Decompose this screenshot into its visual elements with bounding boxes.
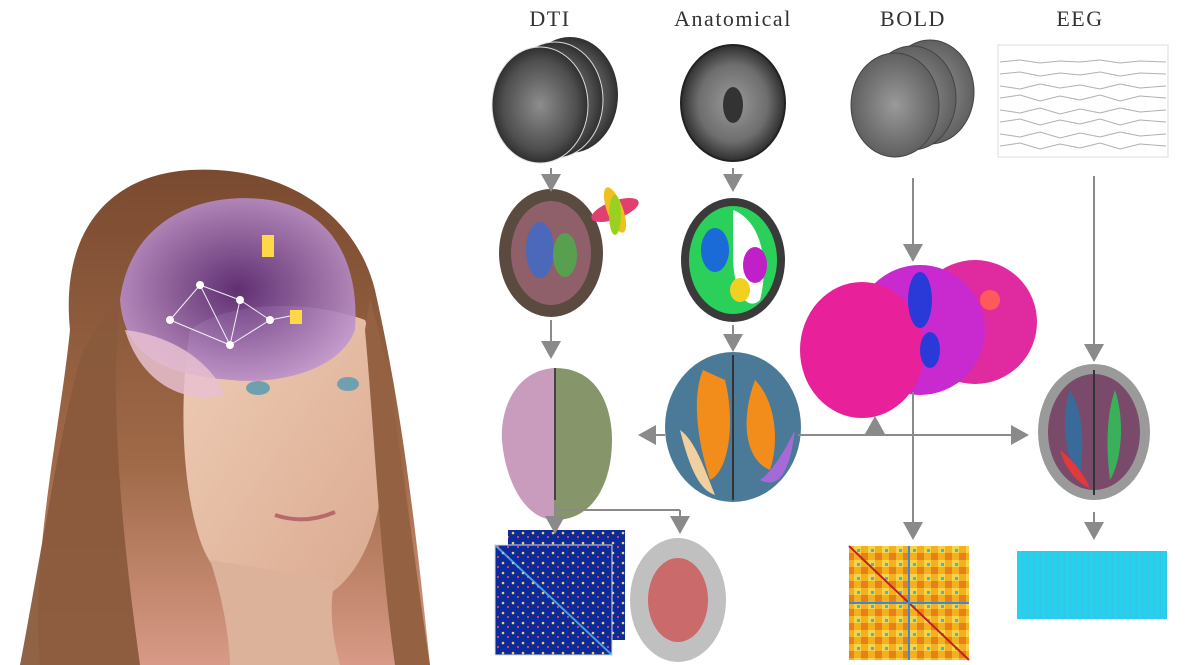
column-title-dti: DTI [529, 6, 571, 31]
face [183, 306, 389, 606]
bold-activation-brains [800, 260, 1037, 418]
anatomical-parcellation-brain [665, 352, 801, 502]
mouth [274, 510, 336, 522]
neck [210, 560, 340, 665]
network-graph [169, 284, 296, 346]
anatomical-t1-slice [680, 44, 786, 162]
dti-connectivity-matrix [494, 530, 625, 656]
anatomical-segmentation [681, 198, 785, 322]
activation-spot-2 [290, 310, 302, 324]
dti-tractography-brain [501, 368, 612, 520]
brain-overlay [120, 198, 356, 381]
bold-correlation-matrix [848, 545, 970, 661]
hair-front [20, 300, 140, 665]
activation-spot [262, 235, 274, 257]
eeg-connectivity-matrix [1017, 551, 1167, 619]
dti-network-brain [630, 538, 726, 662]
bold-raw-stack [850, 39, 975, 158]
column-title-bold: BOLD [880, 6, 946, 31]
hair-front-right [365, 300, 430, 665]
dti-tensor-color-map [499, 189, 603, 317]
right-eye [337, 377, 359, 391]
eeg-source-brain [1038, 364, 1150, 500]
odf-glyph-icon [591, 187, 639, 235]
pipeline-arrows [541, 168, 1104, 540]
column-title-eeg: EEG [1056, 6, 1104, 31]
eeg-trace-panel [997, 44, 1169, 158]
dti-raw-stack [491, 37, 618, 164]
cerebellum [125, 330, 225, 398]
portrait-illustration [20, 169, 431, 665]
left-eye [246, 381, 270, 395]
column-title-anatomical: Anatomical [674, 6, 792, 31]
